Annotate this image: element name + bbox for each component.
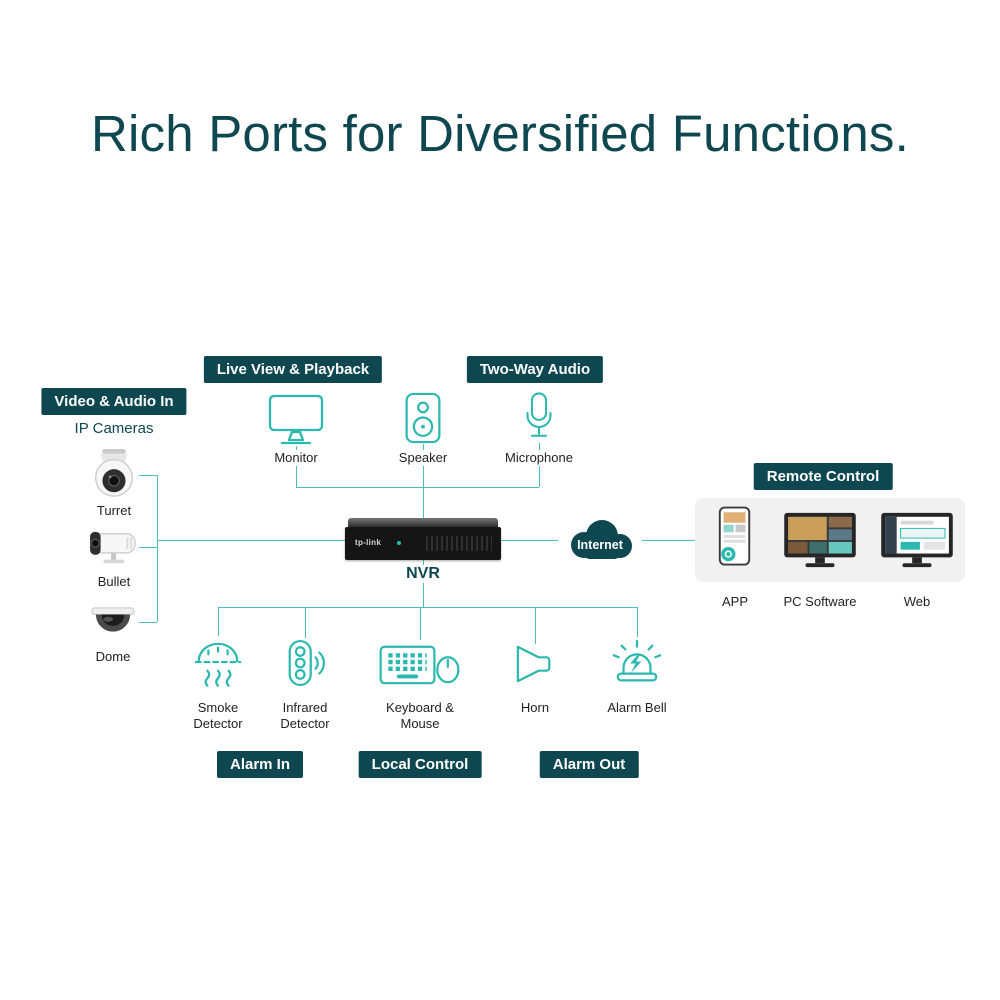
infrared-detector-label: Infrared Detector bbox=[280, 700, 330, 731]
connector-line bbox=[218, 607, 219, 636]
connector-line bbox=[139, 547, 157, 548]
nvr-label: NVR bbox=[402, 565, 444, 583]
nvr-top-face bbox=[348, 518, 498, 527]
bullet-label: Bullet bbox=[97, 574, 131, 589]
connector-line bbox=[637, 607, 638, 637]
microphone-icon bbox=[524, 388, 554, 443]
connector-line bbox=[296, 487, 539, 488]
speaker-label: Speaker bbox=[395, 450, 451, 466]
turret-label: Turret bbox=[96, 503, 132, 518]
badge-local-control: Local Control bbox=[358, 751, 482, 778]
connector-line bbox=[157, 475, 158, 622]
connector-line bbox=[423, 560, 424, 607]
speaker-icon bbox=[404, 392, 442, 444]
bullet-camera-icon bbox=[85, 528, 143, 572]
web-label: Web bbox=[903, 594, 931, 609]
internet-label: Internet bbox=[577, 538, 623, 552]
nvr-vents bbox=[426, 536, 492, 551]
monitor-label: Monitor bbox=[271, 450, 321, 466]
connector-line bbox=[535, 607, 536, 644]
badge-video-audio-in: Video & Audio In bbox=[41, 388, 187, 415]
connector-line bbox=[501, 540, 558, 541]
page-title: Rich Ports for Diversified Functions. bbox=[91, 105, 909, 162]
nvr-brand-logo: tp-link bbox=[355, 538, 382, 547]
alarm-bell-label: Alarm Bell bbox=[607, 700, 667, 715]
alarm-bell-icon bbox=[610, 637, 664, 689]
badge-two-way-audio: Two-Way Audio bbox=[466, 356, 604, 383]
badge-remote-control: Remote Control bbox=[753, 463, 893, 490]
web-icon bbox=[879, 511, 955, 569]
badge-alarm-out: Alarm Out bbox=[539, 751, 639, 778]
connector-line bbox=[305, 607, 306, 638]
badge-alarm-in: Alarm In bbox=[216, 751, 304, 778]
infrared-detector-icon bbox=[284, 638, 326, 688]
microphone-label: Microphone bbox=[502, 450, 576, 466]
connector-line bbox=[296, 446, 297, 487]
app-phone-icon bbox=[716, 505, 754, 569]
keyboard-mouse-icon bbox=[378, 640, 462, 688]
internet-cloud-icon: Internet bbox=[558, 514, 642, 566]
pc-software-label: PC Software bbox=[783, 594, 857, 609]
monitor-icon bbox=[268, 394, 324, 446]
horn-label: Horn bbox=[520, 700, 550, 715]
dome-camera-icon bbox=[86, 606, 140, 644]
connector-line bbox=[423, 487, 424, 518]
smoke-detector-label: Smoke Detector bbox=[193, 700, 243, 731]
horn-icon bbox=[513, 644, 557, 684]
turret-camera-icon bbox=[87, 448, 141, 500]
connector-line bbox=[218, 607, 637, 608]
keyboard-mouse-label: Keyboard & Mouse bbox=[386, 700, 454, 731]
pc-software-icon bbox=[782, 511, 858, 569]
badge-live-view-playback: Live View & Playback bbox=[203, 356, 383, 383]
smoke-detector-icon bbox=[193, 636, 243, 692]
nvr-device: tp-link bbox=[345, 518, 501, 560]
ip-cameras-heading: IP Cameras bbox=[74, 420, 154, 437]
dome-label: Dome bbox=[95, 649, 131, 664]
connector-line bbox=[642, 540, 695, 541]
connector-line bbox=[420, 607, 421, 640]
connector-line bbox=[157, 540, 345, 541]
app-label: APP bbox=[721, 594, 749, 609]
nvr-led-indicator bbox=[397, 541, 401, 545]
connector-line bbox=[139, 622, 157, 623]
nvr-front-face: tp-link bbox=[345, 527, 501, 560]
connector-line bbox=[139, 475, 157, 476]
